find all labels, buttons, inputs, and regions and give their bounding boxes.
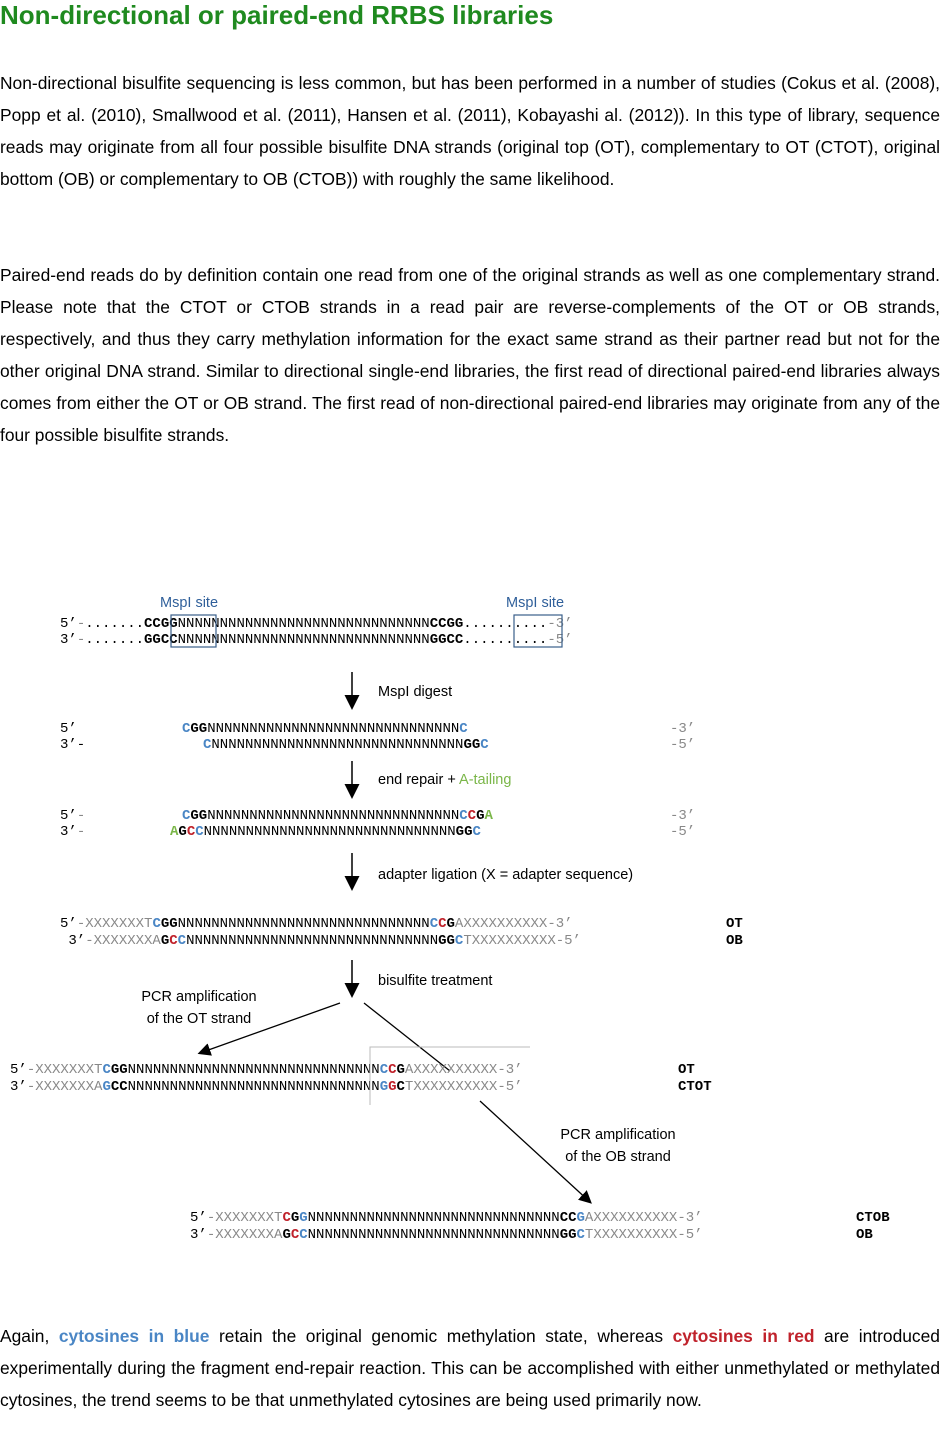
svg-text:-3’: -3’ bbox=[670, 808, 695, 824]
adapter-ligated-fragment: 5’-XXXXXXXTCGGNNNNNNNNNNNNNNNNNNNNNNNNNN… bbox=[60, 916, 743, 949]
paragraph-paired-end: Paired-end reads do by definition contai… bbox=[0, 265, 940, 445]
svg-text:5’-XXXXXXXTCGGNNNNNNNNNNNNNNNN: 5’-XXXXXXXTCGGNNNNNNNNNNNNNNNNNNNNNNNNNN… bbox=[60, 916, 573, 932]
svg-text:5’-: 5’- bbox=[60, 808, 85, 824]
mspi-digest-label: MspI digest bbox=[378, 684, 452, 700]
svg-text:5’-XXXXXXXTCGGNNNNNNNNNNNNNNNN: 5’-XXXXXXXTCGGNNNNNNNNNNNNNNNNNNNNNNNNNN… bbox=[190, 1210, 703, 1226]
pcr-ob-label-2: of the OB strand bbox=[565, 1149, 671, 1165]
page-title: Non-directional or paired-end RRBS libra… bbox=[0, 0, 554, 30]
strand-ot: OT bbox=[726, 916, 743, 932]
strand-ob-2: OB bbox=[856, 1227, 873, 1243]
paragraph-cytosine-legend: Again, cytosines in blue retain the orig… bbox=[0, 1326, 940, 1410]
mspi-box-left bbox=[170, 614, 217, 648]
bracket-line bbox=[369, 1046, 530, 1105]
svg-text:3’-XXXXXXXAGCCNNNNNNNNNNNNNNNN: 3’-XXXXXXXAGCCNNNNNNNNNNNNNNNNNNNNNNNNNN… bbox=[190, 1227, 703, 1243]
strand-ot-2: OT bbox=[678, 1062, 695, 1078]
cytosines-blue-term: cytosines in blue bbox=[58, 1326, 210, 1346]
strand-ctot: CTOT bbox=[678, 1079, 712, 1095]
genomic-dna: 5’-.......CCGGNNNNNNNNNNNNNNNNNNNNNNNNNN… bbox=[60, 616, 573, 648]
svg-text:3’-: 3’- bbox=[60, 824, 85, 840]
strand-ob: OB bbox=[726, 933, 743, 949]
arrow-pcr-ob-upper bbox=[363, 1002, 451, 1072]
strand-ctob: CTOB bbox=[856, 1210, 890, 1226]
paragraph-non-directional: Non-directional bisulfite sequencing is … bbox=[0, 73, 940, 189]
svg-text:3’-XXXXXXXAGCCNNNNNNNNNNNNNNNN: 3’-XXXXXXXAGCCNNNNNNNNNNNNNNNNNNNNNNNNNN… bbox=[10, 1079, 523, 1095]
svg-text:CGGNNNNNNNNNNNNNNNNNNNNNNNNNNN: CGGNNNNNNNNNNNNNNNNNNNNNNNNNNNNNNCCGA bbox=[182, 808, 493, 824]
adapter-ligation-label: adapter ligation (X = adapter sequence) bbox=[378, 867, 633, 883]
svg-text:3’-.......GGCCNNNNNNNNNNNNNNNN: 3’-.......GGCCNNNNNNNNNNNNNNNNNNNNNNNNNN… bbox=[60, 632, 573, 648]
bisulfite-label: bisulfite treatment bbox=[378, 973, 492, 989]
svg-text:3’-XXXXXXXAGCCNNNNNNNNNNNNNNNN: 3’-XXXXXXXAGCCNNNNNNNNNNNNNNNNNNNNNNNNNN… bbox=[60, 933, 581, 949]
rrbs-diagram: MspI site MspI site 5’-.......CCGGNNNNNN… bbox=[10, 595, 890, 1243]
svg-text:-3’: -3’ bbox=[670, 721, 695, 737]
digested-fragment: 5’ CGGNNNNNNNNNNNNNNNNNNNNNNNNNNNNNNC -3… bbox=[60, 721, 695, 753]
svg-text:5’-XXXXXXXTCGGNNNNNNNNNNNNNNNN: 5’-XXXXXXXTCGGNNNNNNNNNNNNNNNNNNNNNNNNNN… bbox=[10, 1062, 523, 1078]
pcr-ot-label-1: PCR amplification bbox=[141, 989, 256, 1005]
pcr-ot-label-2: of the OT strand bbox=[147, 1011, 252, 1027]
svg-text:-5’: -5’ bbox=[670, 737, 695, 753]
ot-ctot-pair: 5’-XXXXXXXTCGGNNNNNNNNNNNNNNNNNNNNNNNNNN… bbox=[10, 1062, 712, 1095]
ctob-ob-pair: 5’-XXXXXXXTCGGNNNNNNNNNNNNNNNNNNNNNNNNNN… bbox=[190, 1210, 890, 1243]
svg-text:AGCCNNNNNNNNNNNNNNNNNNNNNNNNNN: AGCCNNNNNNNNNNNNNNNNNNNNNNNNNNNNNNGGC bbox=[170, 824, 481, 840]
end-repair-label: end repair + A-tailing bbox=[378, 772, 511, 788]
mspi-site-label-right: MspI site bbox=[506, 595, 564, 611]
mspi-box-right bbox=[513, 614, 563, 648]
pcr-ob-label-1: PCR amplification bbox=[560, 1127, 675, 1143]
arrow-pcr-ob bbox=[479, 1100, 592, 1204]
end-repaired-fragment: 5’- CGGNNNNNNNNNNNNNNNNNNNNNNNNNNNNNNCCG… bbox=[60, 808, 695, 840]
svg-text:CGGNNNNNNNNNNNNNNNNNNNNNNNNNNN: CGGNNNNNNNNNNNNNNNNNNNNNNNNNNNNNNC bbox=[182, 721, 468, 737]
svg-text:5’: 5’ bbox=[60, 721, 77, 737]
svg-text:3’-: 3’- bbox=[60, 737, 85, 753]
arrow-pcr-ot bbox=[197, 1002, 341, 1056]
svg-text:5’-.......CCGGNNNNNNNNNNNNNNNN: 5’-.......CCGGNNNNNNNNNNNNNNNNNNNNNNNNNN… bbox=[60, 616, 573, 632]
svg-text:-5’: -5’ bbox=[670, 824, 695, 840]
cytosines-red-term: cytosines in red bbox=[672, 1326, 815, 1346]
svg-text:CNNNNNNNNNNNNNNNNNNNNNNNNNNNNN: CNNNNNNNNNNNNNNNNNNNNNNNNNNNNNNGGC bbox=[203, 737, 489, 753]
mspi-site-label-left: MspI site bbox=[160, 595, 218, 611]
